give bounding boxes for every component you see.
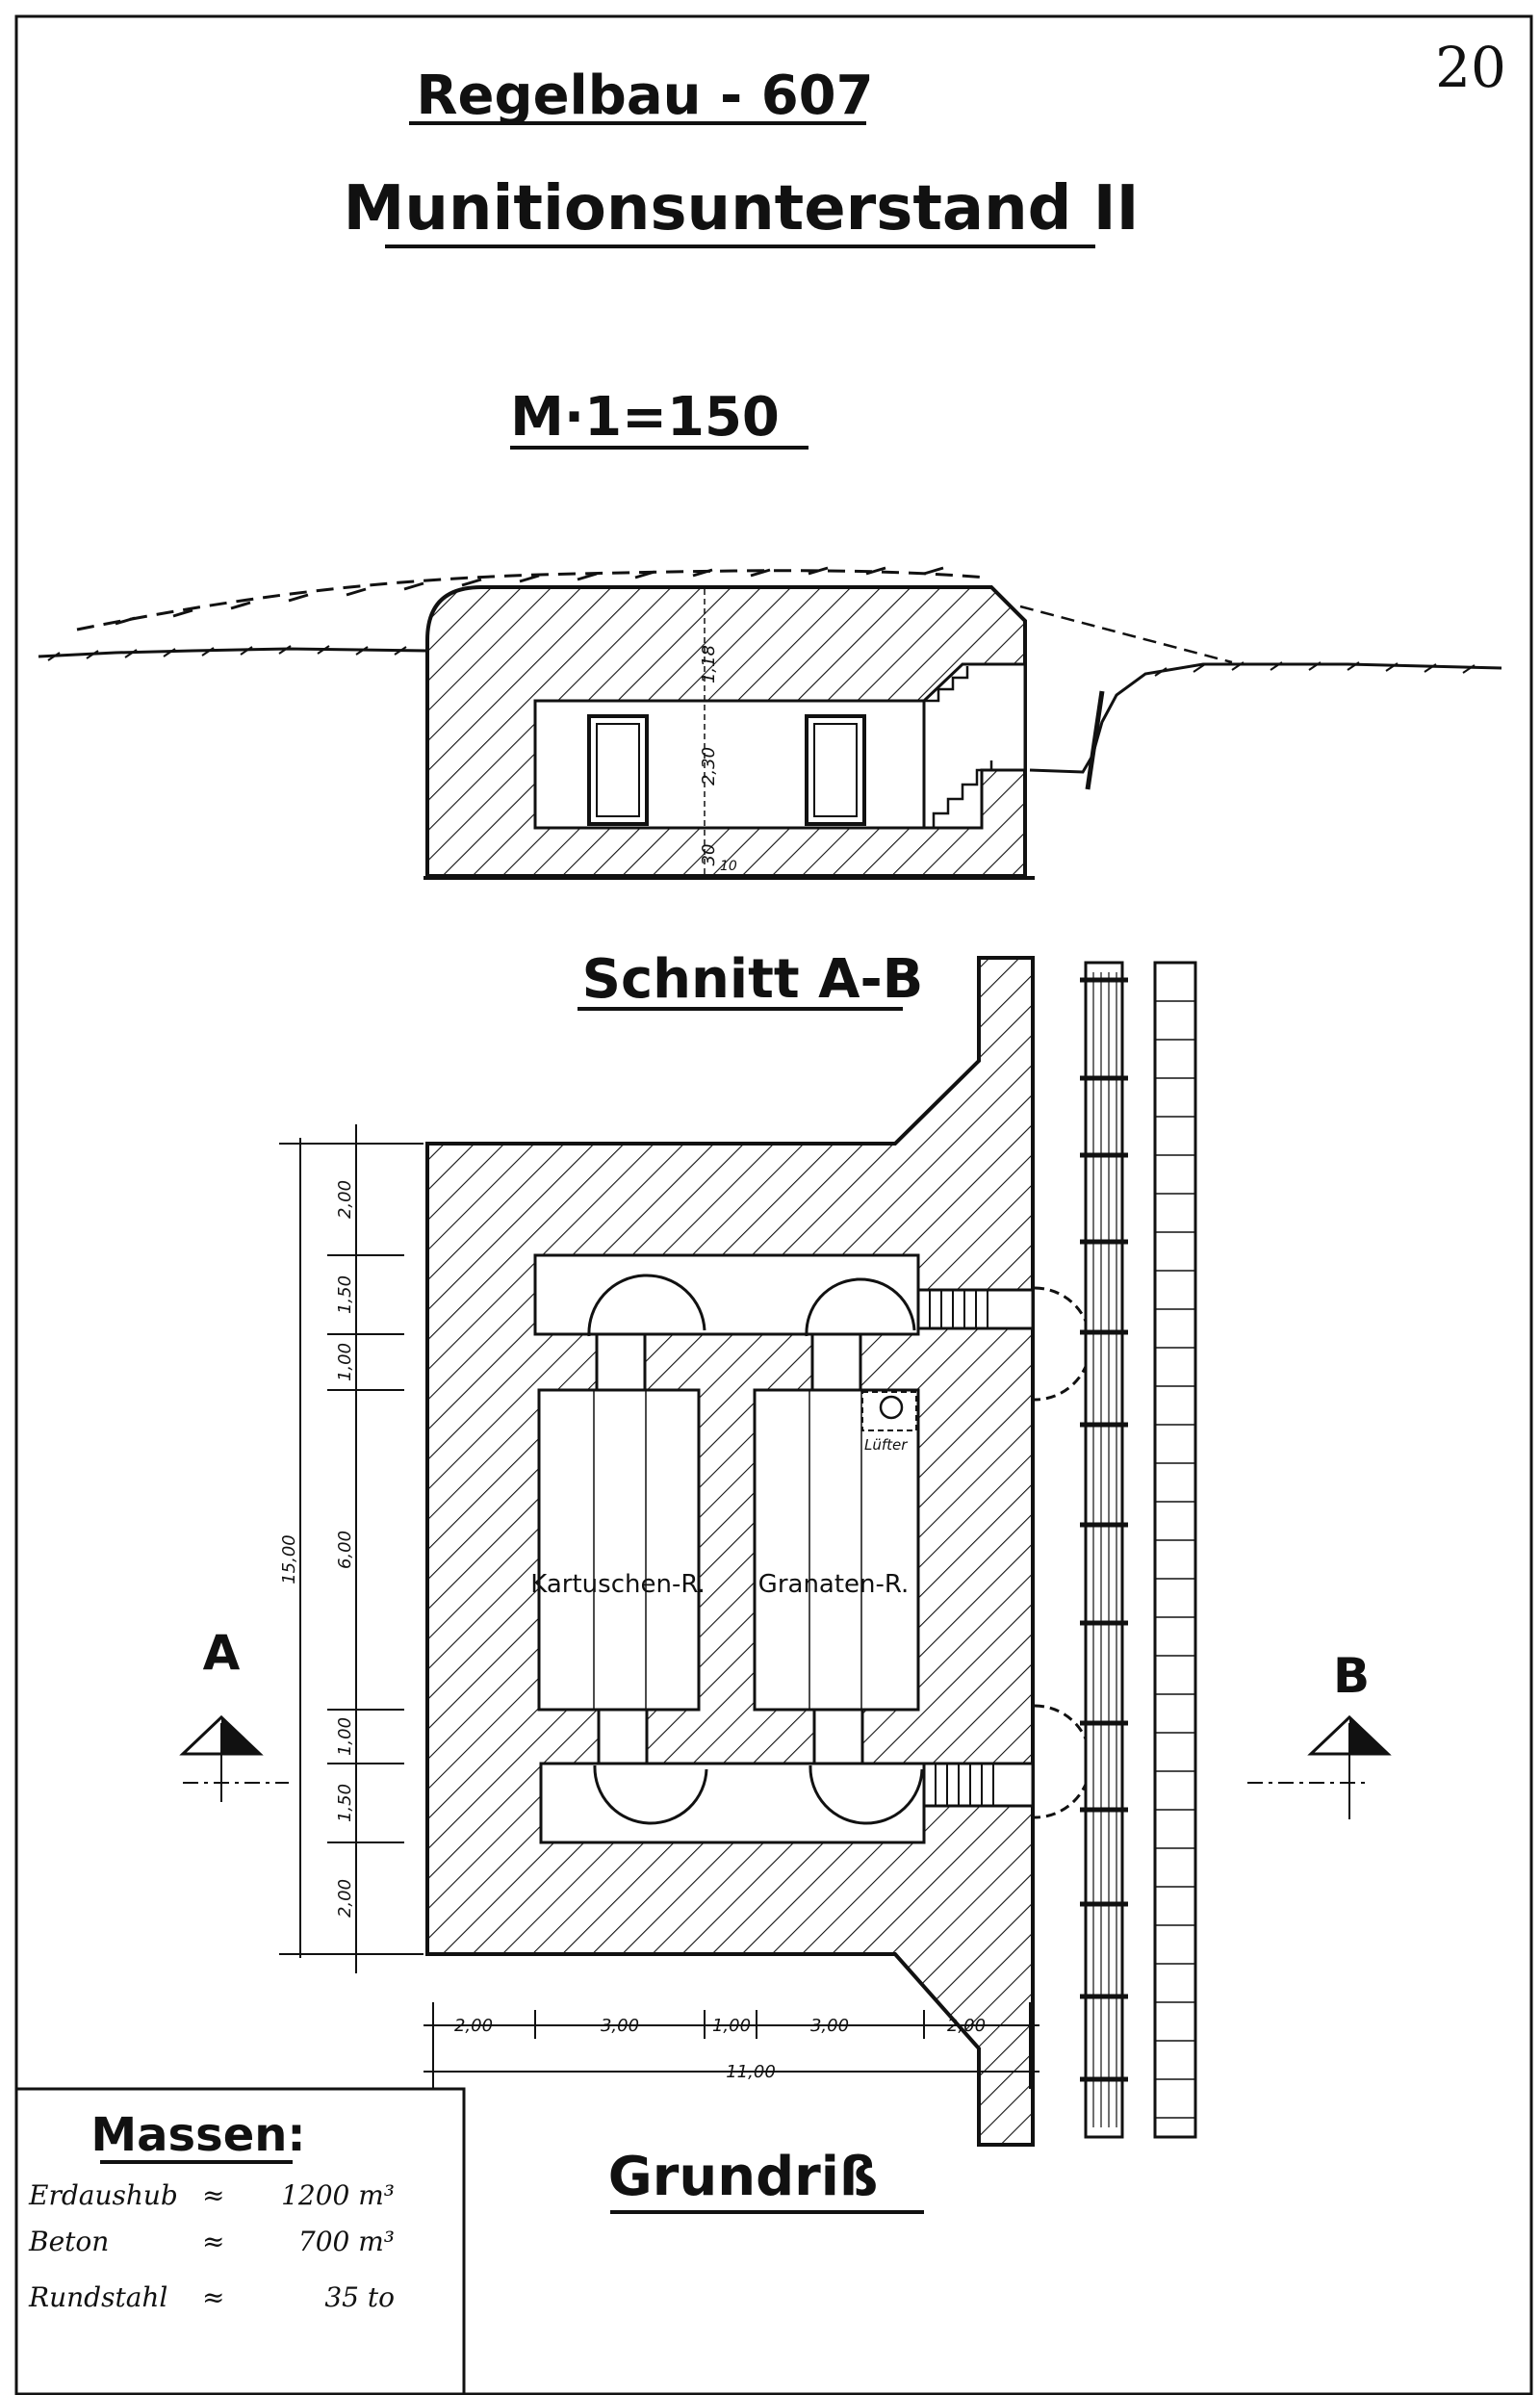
horiz-dim-ticks bbox=[432, 2002, 1031, 2089]
room-left bbox=[537, 1388, 701, 1712]
massen-box: Massen: Erdaushub ≈ 1200 m³ Beton ≈ 700 … bbox=[14, 2087, 466, 2395]
door-right-section-inner bbox=[813, 723, 858, 817]
upper-corridor bbox=[533, 1253, 920, 1336]
passage-left-bottom bbox=[597, 1708, 649, 1765]
earth-cover-ticks bbox=[115, 566, 944, 626]
earth-cover bbox=[76, 569, 988, 631]
sheet-border bbox=[14, 14, 1533, 2395]
vert-dim-5: 1,00 bbox=[335, 1717, 355, 1756]
drawing-title: Regelbau - 607 bbox=[416, 64, 873, 127]
door-swing-1 bbox=[587, 1274, 706, 1337]
stair-lower bbox=[919, 760, 993, 830]
trench-wall-outer-texture bbox=[1155, 1000, 1195, 2119]
vert-dim-2: 1,50 bbox=[335, 1275, 355, 1314]
ground-texture-left bbox=[47, 645, 407, 661]
massen-title: Massen: bbox=[90, 2108, 305, 2162]
passage-left-top bbox=[595, 1332, 647, 1392]
door-right-section bbox=[805, 714, 866, 826]
door-swing-3 bbox=[593, 1764, 708, 1825]
vert-dim-ticks bbox=[279, 1143, 424, 1955]
section-view: 1,18 2,30 30 10 bbox=[38, 566, 1502, 880]
trench-profile bbox=[1029, 662, 1502, 774]
massen-row-2-label: Beton bbox=[28, 2226, 109, 2257]
vent-label: Lüfter bbox=[864, 1436, 908, 1454]
massen-row-1-sign: ≈ bbox=[202, 2179, 224, 2211]
dim-height: 2,30 bbox=[699, 747, 719, 785]
vert-dim-3: 1,00 bbox=[335, 1343, 355, 1381]
horiz-dim-total: 11,00 bbox=[726, 2062, 776, 2082]
massen-row-2-value: 700 m³ bbox=[298, 2226, 395, 2257]
vert-dim-7: 2,00 bbox=[335, 1879, 355, 1918]
ground-texture-right bbox=[1154, 661, 1476, 677]
massen-row-1-value: 1200 m³ bbox=[281, 2179, 395, 2211]
stair-upper bbox=[924, 666, 969, 703]
page-number: 20 bbox=[1435, 35, 1506, 100]
drawing-subtitle: Munitionsunterstand II bbox=[344, 173, 1140, 245]
door-swing-4 bbox=[808, 1764, 924, 1825]
ground-line-left bbox=[38, 647, 428, 658]
door-swing-2 bbox=[805, 1277, 916, 1337]
lower-corridor bbox=[539, 1762, 926, 1844]
dim-roof: 1,18 bbox=[699, 645, 719, 683]
massen-row-2-sign: ≈ bbox=[202, 2226, 224, 2257]
room-left-label: Kartuschen-R. bbox=[530, 1570, 705, 1599]
vert-dim-total: 15,00 bbox=[279, 1534, 299, 1584]
passage-right-bottom bbox=[812, 1708, 864, 1765]
room-right-label: Granaten-R. bbox=[758, 1570, 910, 1599]
section-marker-a-fill bbox=[221, 1717, 260, 1754]
door-left-section bbox=[587, 714, 649, 826]
section-marker-b-label: B bbox=[1333, 1648, 1370, 1704]
trench-wall-ties bbox=[1080, 977, 1128, 2082]
vert-dim-6: 1,50 bbox=[335, 1784, 355, 1822]
vert-dim-1: 2,00 bbox=[335, 1180, 355, 1219]
massen-row-1-label: Erdaushub bbox=[28, 2179, 178, 2211]
vent-icon bbox=[879, 1395, 904, 1420]
trench-wall-outer bbox=[1153, 961, 1197, 2139]
section-marker-a-label: A bbox=[203, 1625, 241, 1681]
dim-floor: 30 bbox=[699, 844, 719, 866]
plan-concrete-body bbox=[425, 956, 1035, 2147]
exit-swing-top bbox=[1034, 1286, 1092, 1402]
plan-title: Grundriß bbox=[608, 2146, 879, 2208]
trench-dashed bbox=[1019, 605, 1233, 664]
horiz-dim-1: 2,00 bbox=[454, 2016, 493, 2036]
dim-base: 10 bbox=[720, 859, 737, 874]
passage-right-top bbox=[810, 1332, 862, 1392]
scale-label: M·1=150 bbox=[510, 386, 780, 449]
horiz-dim-3: 1,00 bbox=[712, 2016, 751, 2036]
door-left-section-inner bbox=[596, 723, 640, 817]
vert-dim-4: 6,00 bbox=[335, 1531, 355, 1569]
plan-view: Lüfter Kartuschen-R. Granaten-R. 2,00 1,… bbox=[179, 956, 1392, 2147]
stair-top-treads bbox=[929, 1290, 988, 1328]
trench-wall-inner-texture bbox=[1092, 972, 1117, 2127]
section-title: Schnitt A-B bbox=[582, 948, 924, 1011]
stair-bottom-treads bbox=[935, 1764, 994, 1806]
trench-revetment bbox=[1085, 690, 1105, 790]
massen-row-3-label: Rundstahl bbox=[28, 2281, 167, 2313]
horiz-dim-5: 2,00 bbox=[947, 2016, 986, 2036]
horiz-dim-2: 3,00 bbox=[601, 2016, 639, 2036]
section-marker-b-fill bbox=[1349, 1717, 1388, 1754]
massen-row-3-value: 35 to bbox=[324, 2281, 395, 2313]
massen-row-3-sign: ≈ bbox=[202, 2281, 224, 2313]
massen-border bbox=[14, 2087, 466, 2395]
stair-bottom bbox=[922, 1762, 1035, 1808]
horiz-dim-4: 3,00 bbox=[810, 2016, 849, 2036]
